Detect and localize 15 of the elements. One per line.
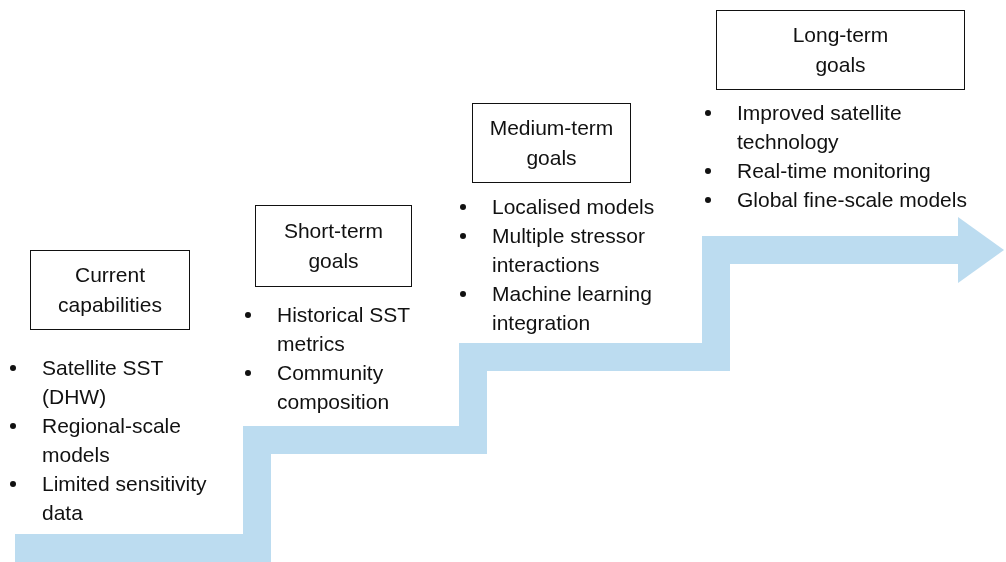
stage-box: Long-term goals bbox=[716, 10, 965, 90]
bullet-item: Multiple stressor interactions bbox=[458, 221, 698, 279]
bullet-item: Machine learning integration bbox=[458, 279, 698, 337]
bullet-item: Satellite SST (DHW) bbox=[8, 353, 208, 411]
stage-box: Short-term goals bbox=[255, 205, 412, 287]
bullet-item: Localised models bbox=[458, 192, 698, 221]
bullet-item: Real-time monitoring bbox=[703, 156, 1003, 185]
stage-box: Current capabilities bbox=[30, 250, 190, 330]
bullet-item: Historical SST metrics bbox=[243, 300, 443, 358]
bullet-item: Improved satellite technology bbox=[703, 98, 1003, 156]
bullet-item: Global fine-scale models bbox=[703, 185, 1003, 214]
bullet-item: Community composition bbox=[243, 358, 443, 416]
bullet-item: Limited sensitivity data bbox=[8, 469, 208, 527]
bullet-item: Regional-scale models bbox=[8, 411, 208, 469]
stage-box: Medium-term goals bbox=[472, 103, 631, 183]
